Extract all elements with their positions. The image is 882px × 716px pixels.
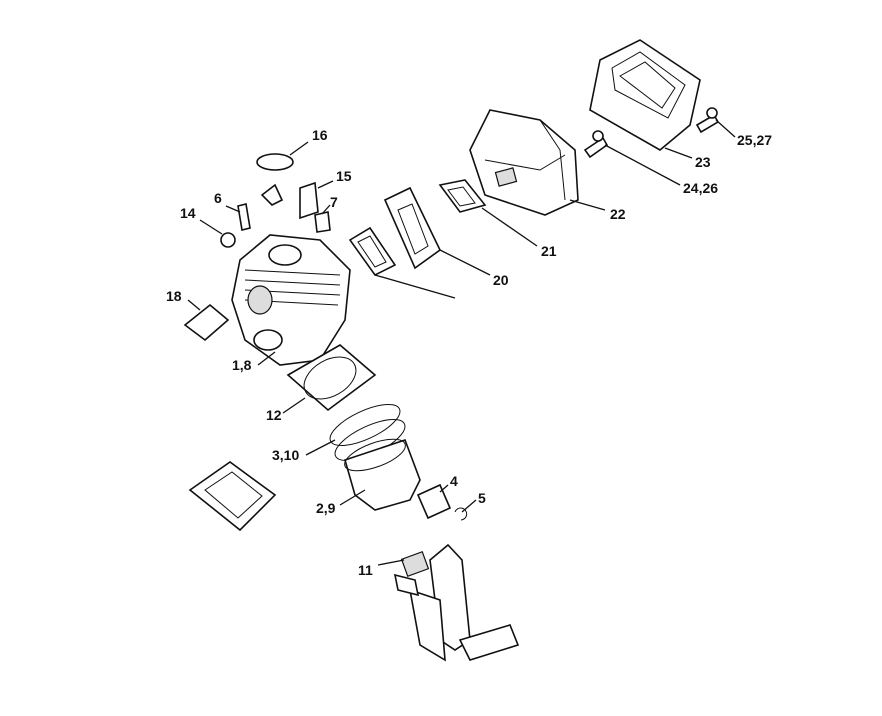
- muffler-cover-part: [589, 39, 701, 151]
- plate-20-part: [348, 186, 442, 277]
- label-4: 4: [450, 473, 458, 489]
- bolts-part: [583, 107, 720, 159]
- gasket-21-part: [438, 179, 487, 213]
- cylinder-gasket-part: [188, 461, 277, 532]
- needle-bearing-part: [400, 551, 430, 577]
- label-14: 14: [180, 205, 196, 221]
- label-23: 23: [695, 154, 711, 170]
- crankshaft-part: [393, 543, 520, 662]
- piston-pin-part: [416, 483, 468, 521]
- label-21: 21: [541, 243, 557, 259]
- label-20: 20: [493, 272, 509, 288]
- base-gasket-part: [286, 344, 377, 412]
- leader-lines: [187, 119, 736, 566]
- label-7: 7: [330, 194, 338, 210]
- label-6: 6: [214, 190, 222, 206]
- label-22: 22: [610, 206, 626, 222]
- label-18: 18: [166, 288, 182, 304]
- part-labels: 16 15 6 7 14 18 1,8 12 3,10 2,9 4 5 11 2…: [166, 127, 772, 578]
- label-24-26: 24,26: [683, 180, 718, 196]
- label-2-9: 2,9: [316, 500, 336, 516]
- label-15: 15: [336, 168, 352, 184]
- piston-part: [344, 438, 421, 511]
- label-16: 16: [312, 127, 328, 143]
- label-11: 11: [358, 562, 373, 578]
- label-25-27: 25,27: [737, 132, 772, 148]
- label-12: 12: [266, 407, 282, 423]
- cylinder-part: [231, 234, 351, 366]
- muffler-part: [469, 109, 579, 216]
- label-1-8: 1,8: [232, 357, 252, 373]
- label-5: 5: [478, 490, 486, 506]
- label-3-10: 3,10: [272, 447, 299, 463]
